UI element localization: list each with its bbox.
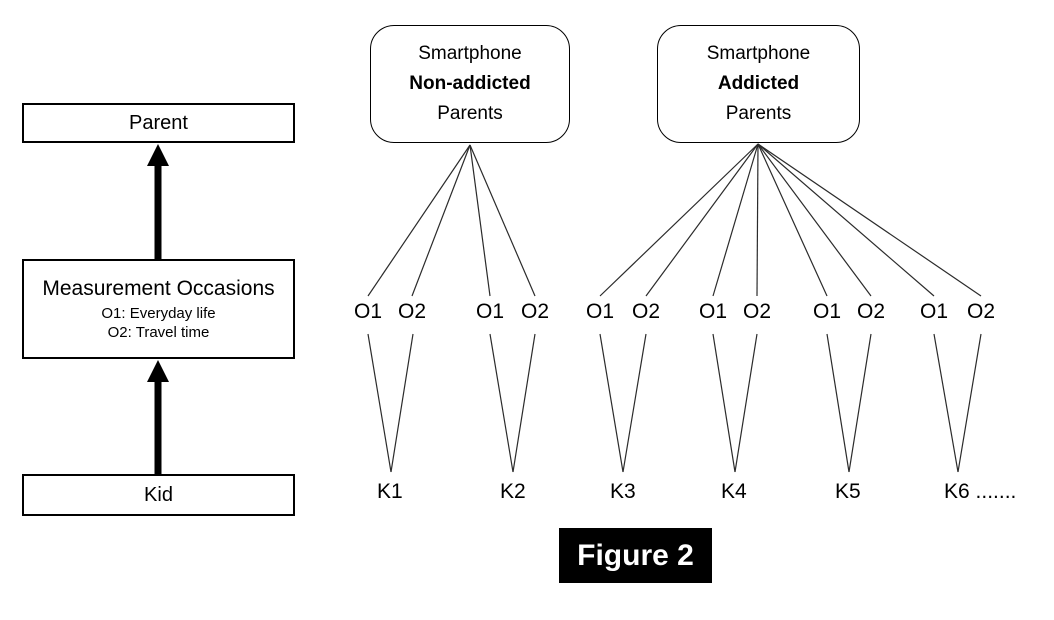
group-line-bold: Non-addicted [409,73,531,94]
fan-addicted-parents [599,143,982,297]
occasion-label: O1 [919,300,949,323]
kid-label: K6 ....... [944,480,1017,503]
group-line: Smartphone [418,43,522,64]
occasion1-definition: O1: Everyday life [101,304,216,322]
kid-label: K2 [500,480,526,503]
occasion-label: O2 [397,300,427,323]
group-line: Smartphone [706,43,811,64]
arrow-measurement-to-parent [147,144,169,259]
parent-box-label: Parent [129,111,188,134]
occasion-label: O2 [966,300,996,323]
occasion-label: O1 [353,300,383,323]
occasion2-definition: O2: Travel time [107,323,210,341]
group-line: Parents [725,103,792,124]
parent-box: Parent [22,103,295,143]
occasion-label: O2 [742,300,772,323]
fan-nonaddicted-parents [367,144,536,297]
occasion-label: O1 [475,300,505,323]
addicted-parents-box: Smartphone Addicted Parents [657,25,860,143]
occasion-label: O1 [812,300,842,323]
kid-label: K1 [377,480,403,503]
group-line-bold: Addicted [717,73,800,94]
group-line: Parents [437,103,503,124]
non-addicted-parents-box: Smartphone Non-addicted Parents [370,25,570,143]
kid-label: K5 [835,480,861,503]
kid-box-label: Kid [144,483,173,506]
occasion-to-kid-lines [367,333,982,473]
measurement-occasions-box: Measurement Occasions O1: Everyday life … [22,259,295,359]
arrow-kid-to-measurement [147,360,169,474]
figure-caption-text: Figure 2 [577,538,694,572]
measurement-occasions-title: Measurement Occasions [42,276,275,300]
occasion-label: O1 [698,300,728,323]
occasion-label: O2 [856,300,886,323]
occasion-label: O1 [585,300,615,323]
kid-label: K4 [721,480,747,503]
kid-box: Kid [22,474,295,516]
occasion-label: O2 [631,300,661,323]
occasion-label: O2 [520,300,550,323]
figure-caption: Figure 2 [559,528,712,583]
kid-label: K3 [610,480,636,503]
